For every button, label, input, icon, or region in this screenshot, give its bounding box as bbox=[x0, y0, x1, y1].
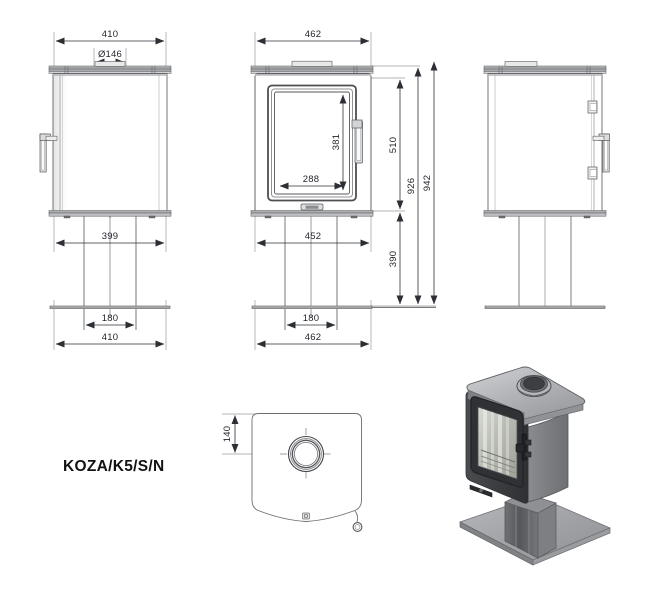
dim-front-510: 510 bbox=[388, 79, 404, 210]
stove-top-plate-right bbox=[483, 61, 607, 74]
dim-value: 399 bbox=[102, 231, 118, 242]
render-body-side bbox=[527, 411, 569, 503]
render-glass-logbars bbox=[480, 449, 516, 474]
door-hinges-right bbox=[587, 100, 598, 180]
stove-body-right bbox=[487, 73, 603, 213]
door-latch-top bbox=[302, 512, 310, 520]
pedestal-column-left bbox=[83, 216, 137, 330]
dim-front-180: 180 bbox=[286, 313, 336, 329]
dim-value: 410 bbox=[102, 332, 118, 343]
dim-value: 926 bbox=[406, 178, 417, 194]
pedestal-column-right bbox=[518, 216, 572, 306]
dim-value: 410 bbox=[102, 29, 118, 40]
dim-value: Ø146 bbox=[98, 49, 122, 60]
dim-front-452: 452 bbox=[256, 231, 370, 247]
floor-plate-front bbox=[251, 305, 436, 309]
door-handle-left-view bbox=[39, 133, 58, 173]
dim-value: 462 bbox=[305, 332, 321, 343]
dim-front-381: 381 bbox=[331, 94, 347, 191]
dim-left-flue-diameter: Ø146 bbox=[95, 49, 125, 66]
render-door-frame bbox=[470, 396, 524, 488]
dim-front-942: 942 bbox=[422, 61, 438, 305]
dim-value: 288 bbox=[303, 174, 319, 185]
view-side-left: 410 Ø146 bbox=[39, 29, 172, 350]
dim-left-180: 180 bbox=[85, 313, 135, 329]
render-air-control bbox=[469, 484, 493, 498]
dim-front-462-top: 462 bbox=[256, 29, 370, 45]
render-glass-reflection bbox=[483, 409, 509, 476]
dim-left-410-top: 410 bbox=[55, 29, 165, 45]
floor-plate-right bbox=[484, 305, 606, 309]
dim-front-926: 926 bbox=[406, 67, 422, 305]
flue-collar-top bbox=[287, 435, 325, 473]
model-label: KOZA/K5/S/N bbox=[63, 458, 165, 475]
dim-front-390: 390 bbox=[388, 212, 404, 305]
render-door-handle bbox=[515, 433, 532, 461]
pedestal-column-front bbox=[284, 216, 338, 330]
dim-value: 381 bbox=[331, 134, 342, 150]
dim-value: 462 bbox=[305, 29, 321, 40]
dim-value: 180 bbox=[102, 313, 118, 324]
product-render-3d bbox=[458, 366, 612, 566]
floor-plate-left bbox=[49, 305, 171, 309]
dim-left-399: 399 bbox=[55, 231, 165, 247]
dim-value: 510 bbox=[388, 137, 399, 153]
dim-front-288: 288 bbox=[279, 174, 344, 190]
door-latch-front bbox=[300, 203, 324, 211]
render-flue-collar bbox=[516, 375, 552, 397]
door-handle-right-view bbox=[592, 133, 610, 173]
view-top: 140 bbox=[222, 413, 363, 532]
view-front: 462 bbox=[250, 29, 438, 350]
dim-top-140: 140 bbox=[222, 415, 239, 453]
dim-left-410-bottom: 410 bbox=[55, 332, 165, 348]
stove-top-plate-left bbox=[48, 61, 172, 74]
door-handle-front-view bbox=[351, 119, 363, 164]
dim-value: 452 bbox=[305, 231, 321, 242]
dim-value: 140 bbox=[222, 426, 233, 442]
dim-front-462-bottom: 462 bbox=[256, 332, 370, 348]
dim-value: 180 bbox=[303, 313, 319, 324]
dim-value: 390 bbox=[388, 251, 399, 267]
handle-ring-top bbox=[352, 510, 363, 532]
dim-value: 942 bbox=[422, 175, 433, 191]
stove-plinth-front bbox=[250, 210, 374, 219]
stove-body-left bbox=[52, 73, 168, 213]
stove-top-plate-front bbox=[250, 60, 374, 74]
view-side-right bbox=[483, 61, 610, 309]
centre-lines-top bbox=[280, 428, 333, 481]
